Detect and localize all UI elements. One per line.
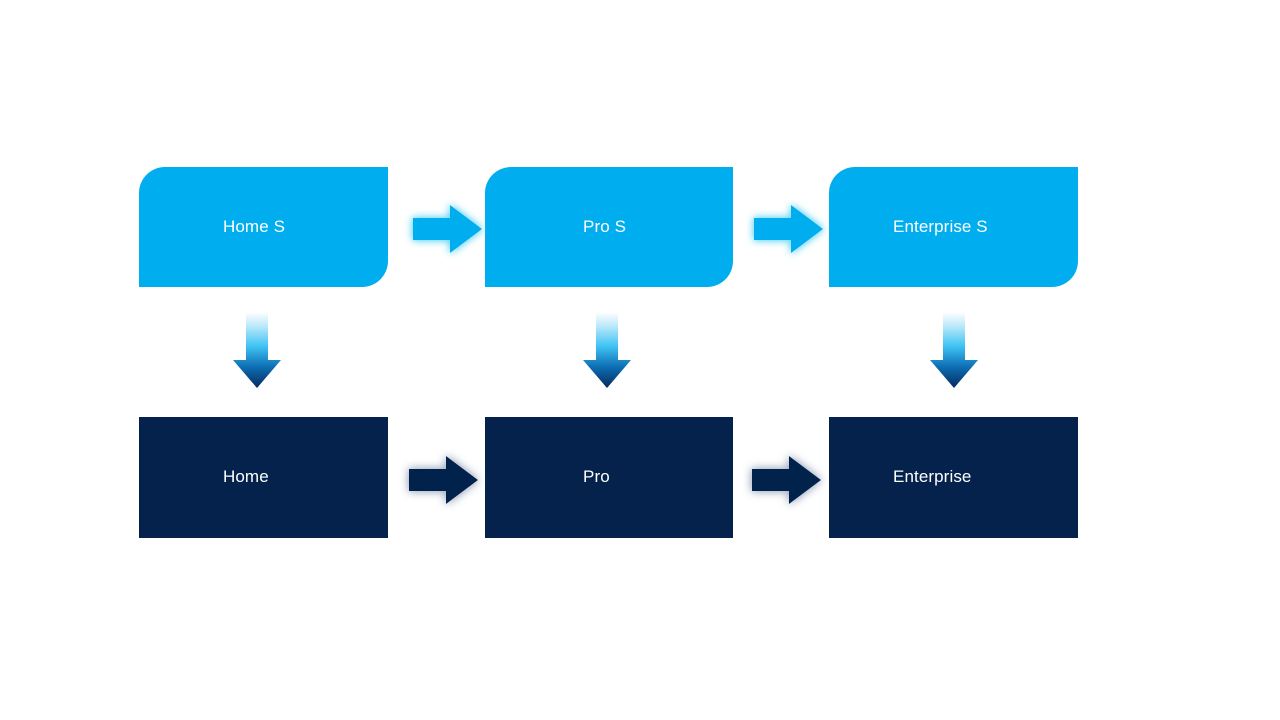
arrow-right-icon xyxy=(413,205,482,253)
connector-pro-to-enterprise xyxy=(742,444,834,516)
node-home-label: Home xyxy=(223,467,269,487)
arrow-right-icon xyxy=(754,205,823,253)
node-enterprise-s-label: Enterprise S xyxy=(893,216,988,236)
node-enterprise-label: Enterprise xyxy=(893,467,972,487)
connector-home-to-pro xyxy=(396,444,488,516)
arrow-down-icon xyxy=(583,312,631,388)
connector-home-s-to-home xyxy=(228,308,286,394)
node-home-s[interactable]: Home S xyxy=(139,167,388,287)
node-pro-label: Pro xyxy=(583,467,610,487)
node-enterprise-s[interactable]: Enterprise S xyxy=(829,167,1078,287)
node-pro-s[interactable]: Pro S xyxy=(485,167,733,287)
arrow-down-icon xyxy=(233,312,281,388)
node-home[interactable]: Home xyxy=(139,417,388,538)
node-home-s-label: Home S xyxy=(223,216,286,236)
connector-pro-s-to-enterprise-s xyxy=(746,193,838,265)
arrow-right-icon xyxy=(752,456,821,504)
connector-pro-s-to-pro xyxy=(578,308,636,394)
node-pro-s-label: Pro S xyxy=(583,216,627,236)
arrow-right-icon xyxy=(409,456,478,504)
arrow-down-icon xyxy=(930,312,978,388)
node-enterprise[interactable]: Enterprise xyxy=(829,417,1078,538)
node-pro[interactable]: Pro xyxy=(485,417,733,538)
connector-home-s-to-pro-s xyxy=(401,193,493,265)
connector-enterprise-s-to-enterprise xyxy=(925,308,983,394)
